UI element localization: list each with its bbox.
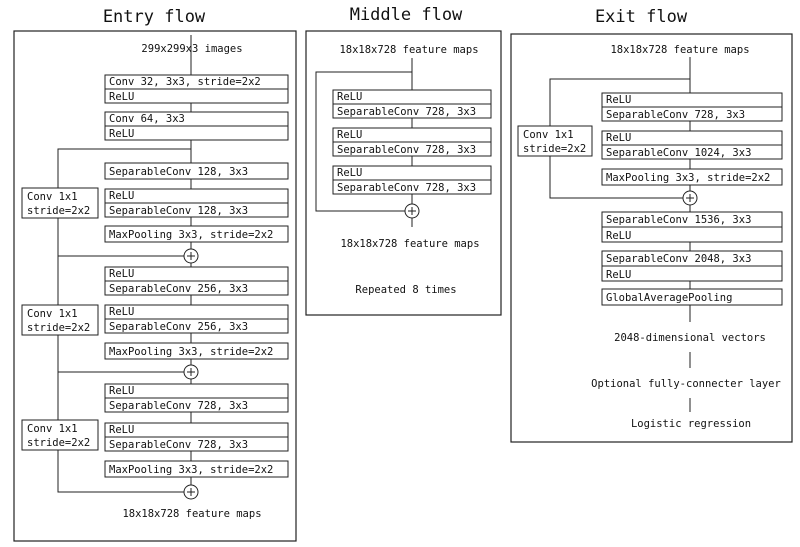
entry-b3-sepconv1: SeparableConv 728, 3x3 xyxy=(109,400,248,412)
entry-shortcut3-conv: Conv 1x1 xyxy=(27,423,78,435)
entry-shortcut1-box xyxy=(21,187,99,219)
entry-input-label: 299x299x3 images xyxy=(141,43,242,55)
exit-vectors-label: 2048-dimensional vectors xyxy=(614,332,766,344)
entry-shortcut1-stride: stride=2x2 xyxy=(27,205,90,217)
entry-b2-maxpool: MaxPooling 3x3, stride=2x2 xyxy=(109,346,273,358)
exit-fc-label: Optional fully-connecter layer xyxy=(591,378,781,390)
middle-layer1-relu: ReLU xyxy=(337,91,362,103)
entry-b1-maxpool: MaxPooling 3x3, stride=2x2 xyxy=(109,229,273,241)
exit-shortcut-stride: stride=2x2 xyxy=(523,143,586,155)
entry-shortcut2-stride: stride=2x2 xyxy=(27,322,90,334)
entry-shortcut2-box xyxy=(21,304,99,336)
entry-b1-relu: ReLU xyxy=(109,190,134,202)
exit-block-maxpool: MaxPooling 3x3, stride=2x2 xyxy=(606,172,770,184)
entry-b2-sepconv1: SeparableConv 256, 3x3 xyxy=(109,283,248,295)
exit-flow-title: Exit flow xyxy=(595,7,688,27)
exit-input-label: 18x18x728 feature maps xyxy=(610,44,749,56)
exit-block-sepconv2: SeparableConv 1024, 3x3 xyxy=(606,147,751,159)
entry-b3-relu1: ReLU xyxy=(109,385,134,397)
exit-tail-sepconv1536: SeparableConv 1536, 3x3 xyxy=(606,214,751,226)
entry-shortcut3-box xyxy=(21,419,99,451)
entry-b3-maxpool-box xyxy=(104,460,289,478)
entry-conv2-relu: ReLU xyxy=(109,128,134,140)
entry-flow: 299x299x3 images Conv 32, 3x3, stride=2x… xyxy=(21,35,289,520)
entry-b3-sepconv2: SeparableConv 728, 3x3 xyxy=(109,439,248,451)
entry-b2-maxpool-box xyxy=(104,342,289,360)
entry-b1-sepconv2: SeparableConv 128, 3x3 xyxy=(109,205,248,217)
exit-block-relu2: ReLU xyxy=(606,132,631,144)
entry-conv2-layer: Conv 64, 3x3 xyxy=(109,113,185,125)
exit-block-maxpool-box xyxy=(601,168,783,186)
middle-input-label: 18x18x728 feature maps xyxy=(339,44,478,56)
exit-shortcut-box xyxy=(517,125,593,157)
middle-flow-panel xyxy=(305,30,502,316)
middle-output-label: 18x18x728 feature maps xyxy=(340,238,479,250)
middle-layer2-sepconv: SeparableConv 728, 3x3 xyxy=(337,144,476,156)
exit-shortcut-conv: Conv 1x1 xyxy=(523,129,574,141)
middle-layer3-sepconv: SeparableConv 728, 3x3 xyxy=(337,182,476,194)
exit-tail-sepconv2048: SeparableConv 2048, 3x3 xyxy=(606,253,751,265)
exit-block-relu1: ReLU xyxy=(606,94,631,106)
middle-layer1-sepconv: SeparableConv 728, 3x3 xyxy=(337,106,476,118)
entry-shortcut2-conv: Conv 1x1 xyxy=(27,308,78,320)
entry-b1-maxpool-box xyxy=(104,225,289,243)
entry-b1-sepconv: SeparableConv 128, 3x3 xyxy=(109,166,248,178)
middle-flow: 18x18x728 feature maps ReLU SeparableCon… xyxy=(315,44,492,296)
entry-conv1-layer: Conv 32, 3x3, stride=2x2 xyxy=(109,76,261,88)
exit-tail-relu2: ReLU xyxy=(606,269,631,281)
entry-flow-title: Entry flow xyxy=(103,7,206,27)
entry-b1-sepconv-box xyxy=(104,162,289,180)
middle-layer2-relu: ReLU xyxy=(337,129,362,141)
middle-repeat-label: Repeated 8 times xyxy=(355,284,456,296)
middle-flow-title: Middle flow xyxy=(350,5,463,25)
entry-output-label: 18x18x728 feature maps xyxy=(122,508,261,520)
middle-layer3-relu: ReLU xyxy=(337,167,362,179)
exit-tail-gap-box xyxy=(601,288,783,306)
entry-conv1-relu: ReLU xyxy=(109,91,134,103)
entry-shortcut3-stride: stride=2x2 xyxy=(27,437,90,449)
exit-block-sepconv1: SeparableConv 728, 3x3 xyxy=(606,109,745,121)
entry-shortcut1-conv: Conv 1x1 xyxy=(27,191,78,203)
entry-b2-relu1: ReLU xyxy=(109,268,134,280)
entry-b2-relu2: ReLU xyxy=(109,306,134,318)
exit-flow-panel xyxy=(510,33,793,443)
exit-tail-relu1: ReLU xyxy=(606,230,631,242)
exit-tail-gap: GlobalAveragePooling xyxy=(606,292,732,304)
entry-b3-maxpool: MaxPooling 3x3, stride=2x2 xyxy=(109,464,273,476)
entry-flow-panel xyxy=(13,30,297,542)
entry-b3-relu2: ReLU xyxy=(109,424,134,436)
exit-flow: 18x18x728 feature maps ReLU SeparableCon… xyxy=(517,44,783,430)
entry-b2-sepconv2: SeparableConv 256, 3x3 xyxy=(109,321,248,333)
exit-logistic-label: Logistic regression xyxy=(631,418,751,430)
